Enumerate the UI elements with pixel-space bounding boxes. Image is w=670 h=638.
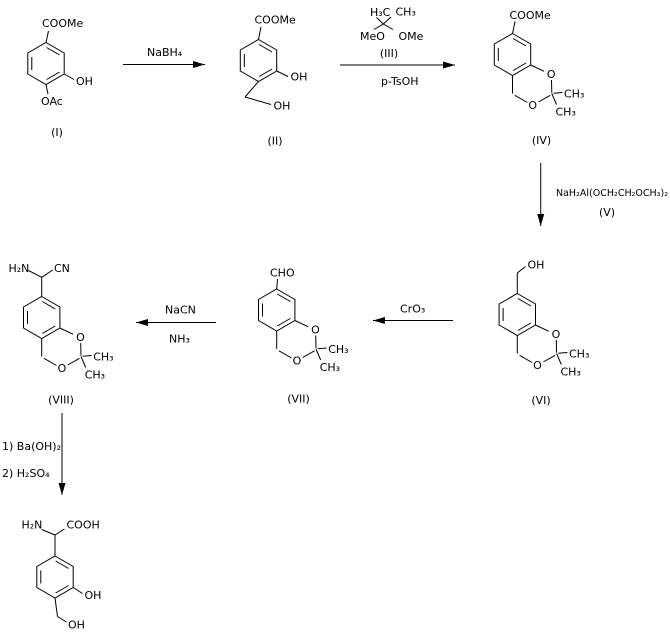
compound-vii-label: (VII) (287, 393, 310, 406)
compound-vi-structure (498, 266, 568, 365)
compound-ii-top-group: COOMe (255, 14, 296, 27)
reagent-iii-methyl-right: CH₃ (396, 6, 416, 19)
compound-iv-label: (IV) (532, 134, 551, 147)
compound-i-structure (27, 30, 75, 95)
compound-i-bottom-group: OAc (41, 95, 63, 108)
reagent-iii-structure (373, 16, 394, 30)
step3-reagent-label: (V) (599, 206, 615, 219)
compound-i-top-group: COOMe (42, 17, 83, 30)
reagent-iii-methoxy-right: OMe (399, 30, 424, 43)
compound-viii-methyl-right: CH₃ (93, 351, 113, 364)
compound-final-bottom-group: OH (68, 619, 85, 632)
step6-reagent-line2: 2) H₂SO₄ (2, 467, 50, 480)
step5-cosolvent: NH₃ (169, 333, 190, 346)
compound-i-label: (I) (51, 126, 63, 139)
compound-iv-oxygen-top: O (547, 68, 556, 81)
step2-catalyst: p-TsOH (381, 75, 419, 88)
step3-reagent: NaH₂Al(OCH₂CH₂OCH₃)₂ (556, 188, 668, 199)
compound-ii-structure (239, 26, 289, 105)
compound-vi-top-group: OH (528, 259, 545, 272)
compound-vi-oxygen-top: O (552, 328, 561, 341)
compound-viii-nitrile-group: CN (54, 262, 70, 275)
step4-reagent: CrO₃ (400, 303, 425, 316)
compound-viii-oxygen-top: O (76, 331, 85, 344)
compound-vi-methyl-bottom: CH₃ (561, 366, 581, 379)
compound-viii-structure (23, 269, 93, 368)
compound-final-right-group: OH (85, 589, 102, 602)
compound-i-right-group: OH (76, 75, 93, 88)
reagent-iii-methyl-left: H₃C (370, 6, 391, 19)
compound-ii-bottom-group: OH (274, 100, 291, 113)
compound-viii-methyl-bottom: CH₃ (85, 369, 105, 382)
compound-vii-methyl-right: CH₃ (328, 343, 348, 356)
compound-iv-oxygen-bottom: O (528, 99, 537, 112)
compound-ii-right-group: OH (291, 71, 308, 84)
compound-vi-oxygen-bottom: O (533, 359, 542, 372)
compound-iv-methyl-bottom: CH₃ (556, 106, 576, 119)
compound-viii-oxygen-bottom: O (58, 362, 67, 375)
compound-vii-methyl-bottom: CH₃ (320, 361, 340, 374)
compound-vii-top-group: CHO (270, 267, 295, 280)
compound-final-acid-group: COOH (67, 519, 100, 532)
compound-viii-amine-group: H₂N (9, 262, 30, 275)
compound-vii-oxygen-top: O (311, 324, 320, 337)
compound-vi-methyl-right: CH₃ (569, 348, 589, 361)
compound-iv-top-group: COOMe (510, 9, 551, 22)
compound-final-structure (36, 528, 83, 623)
compound-vi-label: (VI) (531, 394, 550, 407)
compound-vii-structure (258, 278, 328, 361)
reagent-iii-label: (III) (380, 47, 398, 60)
step1-reagent: NaBH₄ (147, 46, 183, 59)
compound-iv-methyl-right: CH₃ (564, 88, 584, 101)
compound-final-amine-group: H₂N (22, 519, 43, 532)
reagent-iii-methoxy-left: MeO (360, 30, 385, 43)
compound-viii-label: (VIII) (48, 394, 74, 407)
compound-vii-oxygen-bottom: O (293, 355, 302, 368)
compound-iv-structure (493, 21, 563, 105)
compound-ii-label: (II) (267, 135, 282, 148)
step6-reagent-line1: 1) Ba(OH)₂ (2, 440, 61, 453)
step5-reagent: NaCN (165, 304, 196, 317)
